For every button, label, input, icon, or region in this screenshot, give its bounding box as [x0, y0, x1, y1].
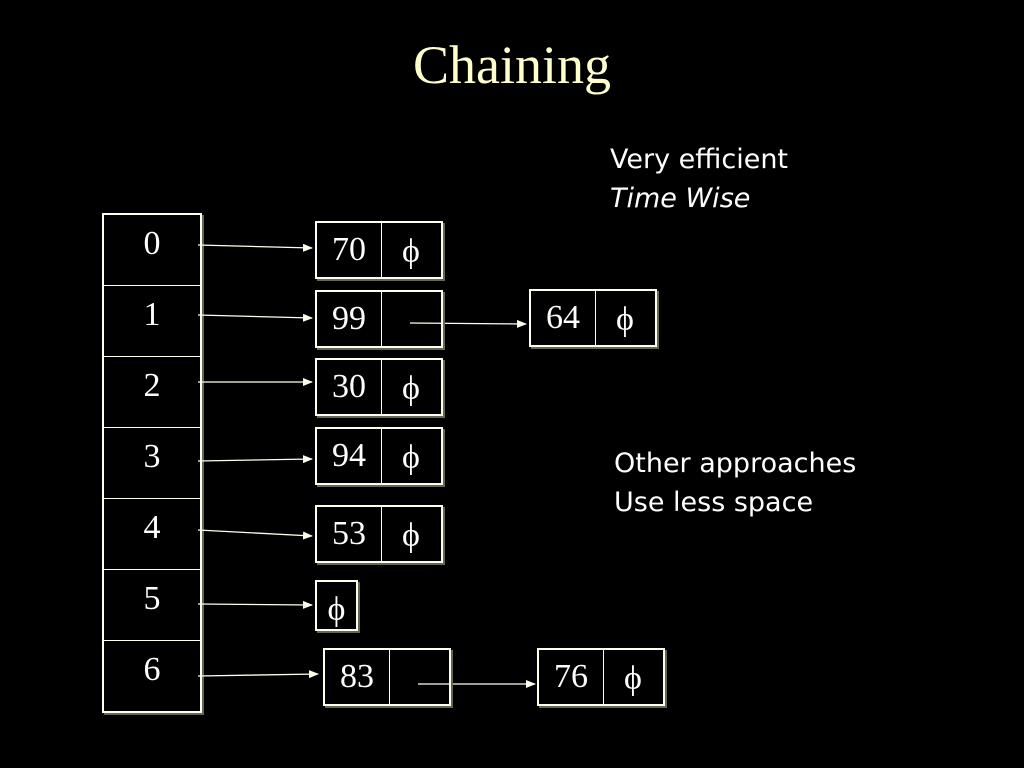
- space-note-line1: Other approaches: [614, 448, 857, 479]
- node-null-pointer: ϕ: [402, 370, 420, 407]
- hash-slot-4: 4: [104, 499, 200, 570]
- node-key: 53: [317, 507, 382, 561]
- space-note-line2: Use less space: [614, 487, 814, 518]
- hash-slot-6: 6: [104, 641, 200, 711]
- slot-index: 4: [143, 509, 161, 546]
- node-key: 70: [317, 223, 382, 277]
- node-null-pointer: ϕ: [624, 660, 642, 697]
- hash-slot-1: 1: [104, 286, 200, 357]
- arrow-99-to-64: [409, 319, 527, 328]
- hash-slot-0: 0: [104, 215, 200, 286]
- list-node-94: 94 ϕ: [315, 427, 443, 485]
- arrow-slot4-to-53: [197, 529, 313, 540]
- arrow-slot6-to-83: [197, 670, 319, 679]
- space-note: Other approaches Use less space: [614, 444, 856, 522]
- node-key: 99: [317, 292, 382, 346]
- node-null-pointer: ϕ: [402, 233, 420, 270]
- arrow-slot3-to-94: [197, 455, 313, 464]
- slot-index: 3: [143, 438, 161, 475]
- node-pointer: [381, 292, 441, 346]
- node-key: 94: [317, 429, 382, 483]
- node-key: 30: [317, 360, 382, 414]
- arrow-slot5-to-null: [197, 600, 313, 609]
- null-node: ϕ: [315, 580, 358, 631]
- hash-table: 0 1 2 3 4 5 6: [102, 213, 202, 713]
- node-null-pointer: ϕ: [616, 301, 634, 338]
- list-node-30: 30 ϕ: [315, 358, 443, 416]
- efficiency-note-line1: Very efficient: [610, 144, 789, 175]
- hash-slot-5: 5: [104, 570, 200, 641]
- slot-index: 1: [143, 296, 161, 333]
- efficiency-note: Very efficient Time Wise: [610, 140, 788, 218]
- slot-index: 0: [143, 225, 161, 262]
- hash-slot-2: 2: [104, 357, 200, 428]
- slide-title: Chaining: [413, 35, 611, 95]
- node-pointer: [389, 650, 449, 704]
- node-null-pointer: ϕ: [402, 517, 420, 554]
- hash-slot-3: 3: [104, 428, 200, 499]
- list-node-70: 70 ϕ: [315, 221, 443, 279]
- node-null-pointer: ϕ: [402, 439, 420, 476]
- node-key: 76: [539, 650, 604, 704]
- node-null-pointer: ϕ: [327, 591, 346, 628]
- list-node-99: 99: [315, 290, 443, 348]
- list-node-64: 64 ϕ: [529, 289, 657, 347]
- node-key: 83: [325, 650, 390, 704]
- list-node-76: 76 ϕ: [537, 648, 665, 706]
- list-node-83: 83: [323, 648, 451, 706]
- slot-index: 6: [143, 651, 161, 688]
- slot-index: 5: [143, 580, 161, 617]
- node-key: 64: [531, 291, 596, 345]
- efficiency-note-line2: Time Wise: [610, 183, 751, 214]
- list-node-53: 53 ϕ: [315, 505, 443, 563]
- slot-index: 2: [143, 367, 161, 404]
- arrow-slot0-to-70: [197, 243, 313, 252]
- arrow-slot1-to-99: [197, 313, 313, 322]
